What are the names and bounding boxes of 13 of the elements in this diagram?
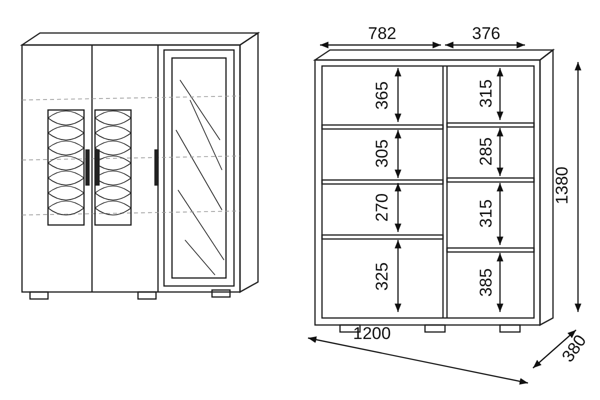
dimension-label: 385 — [478, 268, 495, 296]
dimension-label: 365 — [374, 80, 391, 110]
dimension-label: 285 — [478, 136, 495, 166]
dimension-label: 782 — [368, 24, 396, 42]
dimension-label: 1380 — [553, 166, 570, 204]
dimension-label: 315 — [478, 198, 495, 228]
dimension-label: 325 — [374, 262, 391, 290]
dimension-label: 315 — [478, 78, 495, 108]
dimension-label: 380 — [559, 332, 590, 364]
dimension-label: 270 — [374, 192, 391, 222]
dimension-label: 376 — [472, 24, 500, 42]
dimension-label: 1200 — [353, 324, 391, 342]
dimension-label: 305 — [374, 138, 391, 168]
